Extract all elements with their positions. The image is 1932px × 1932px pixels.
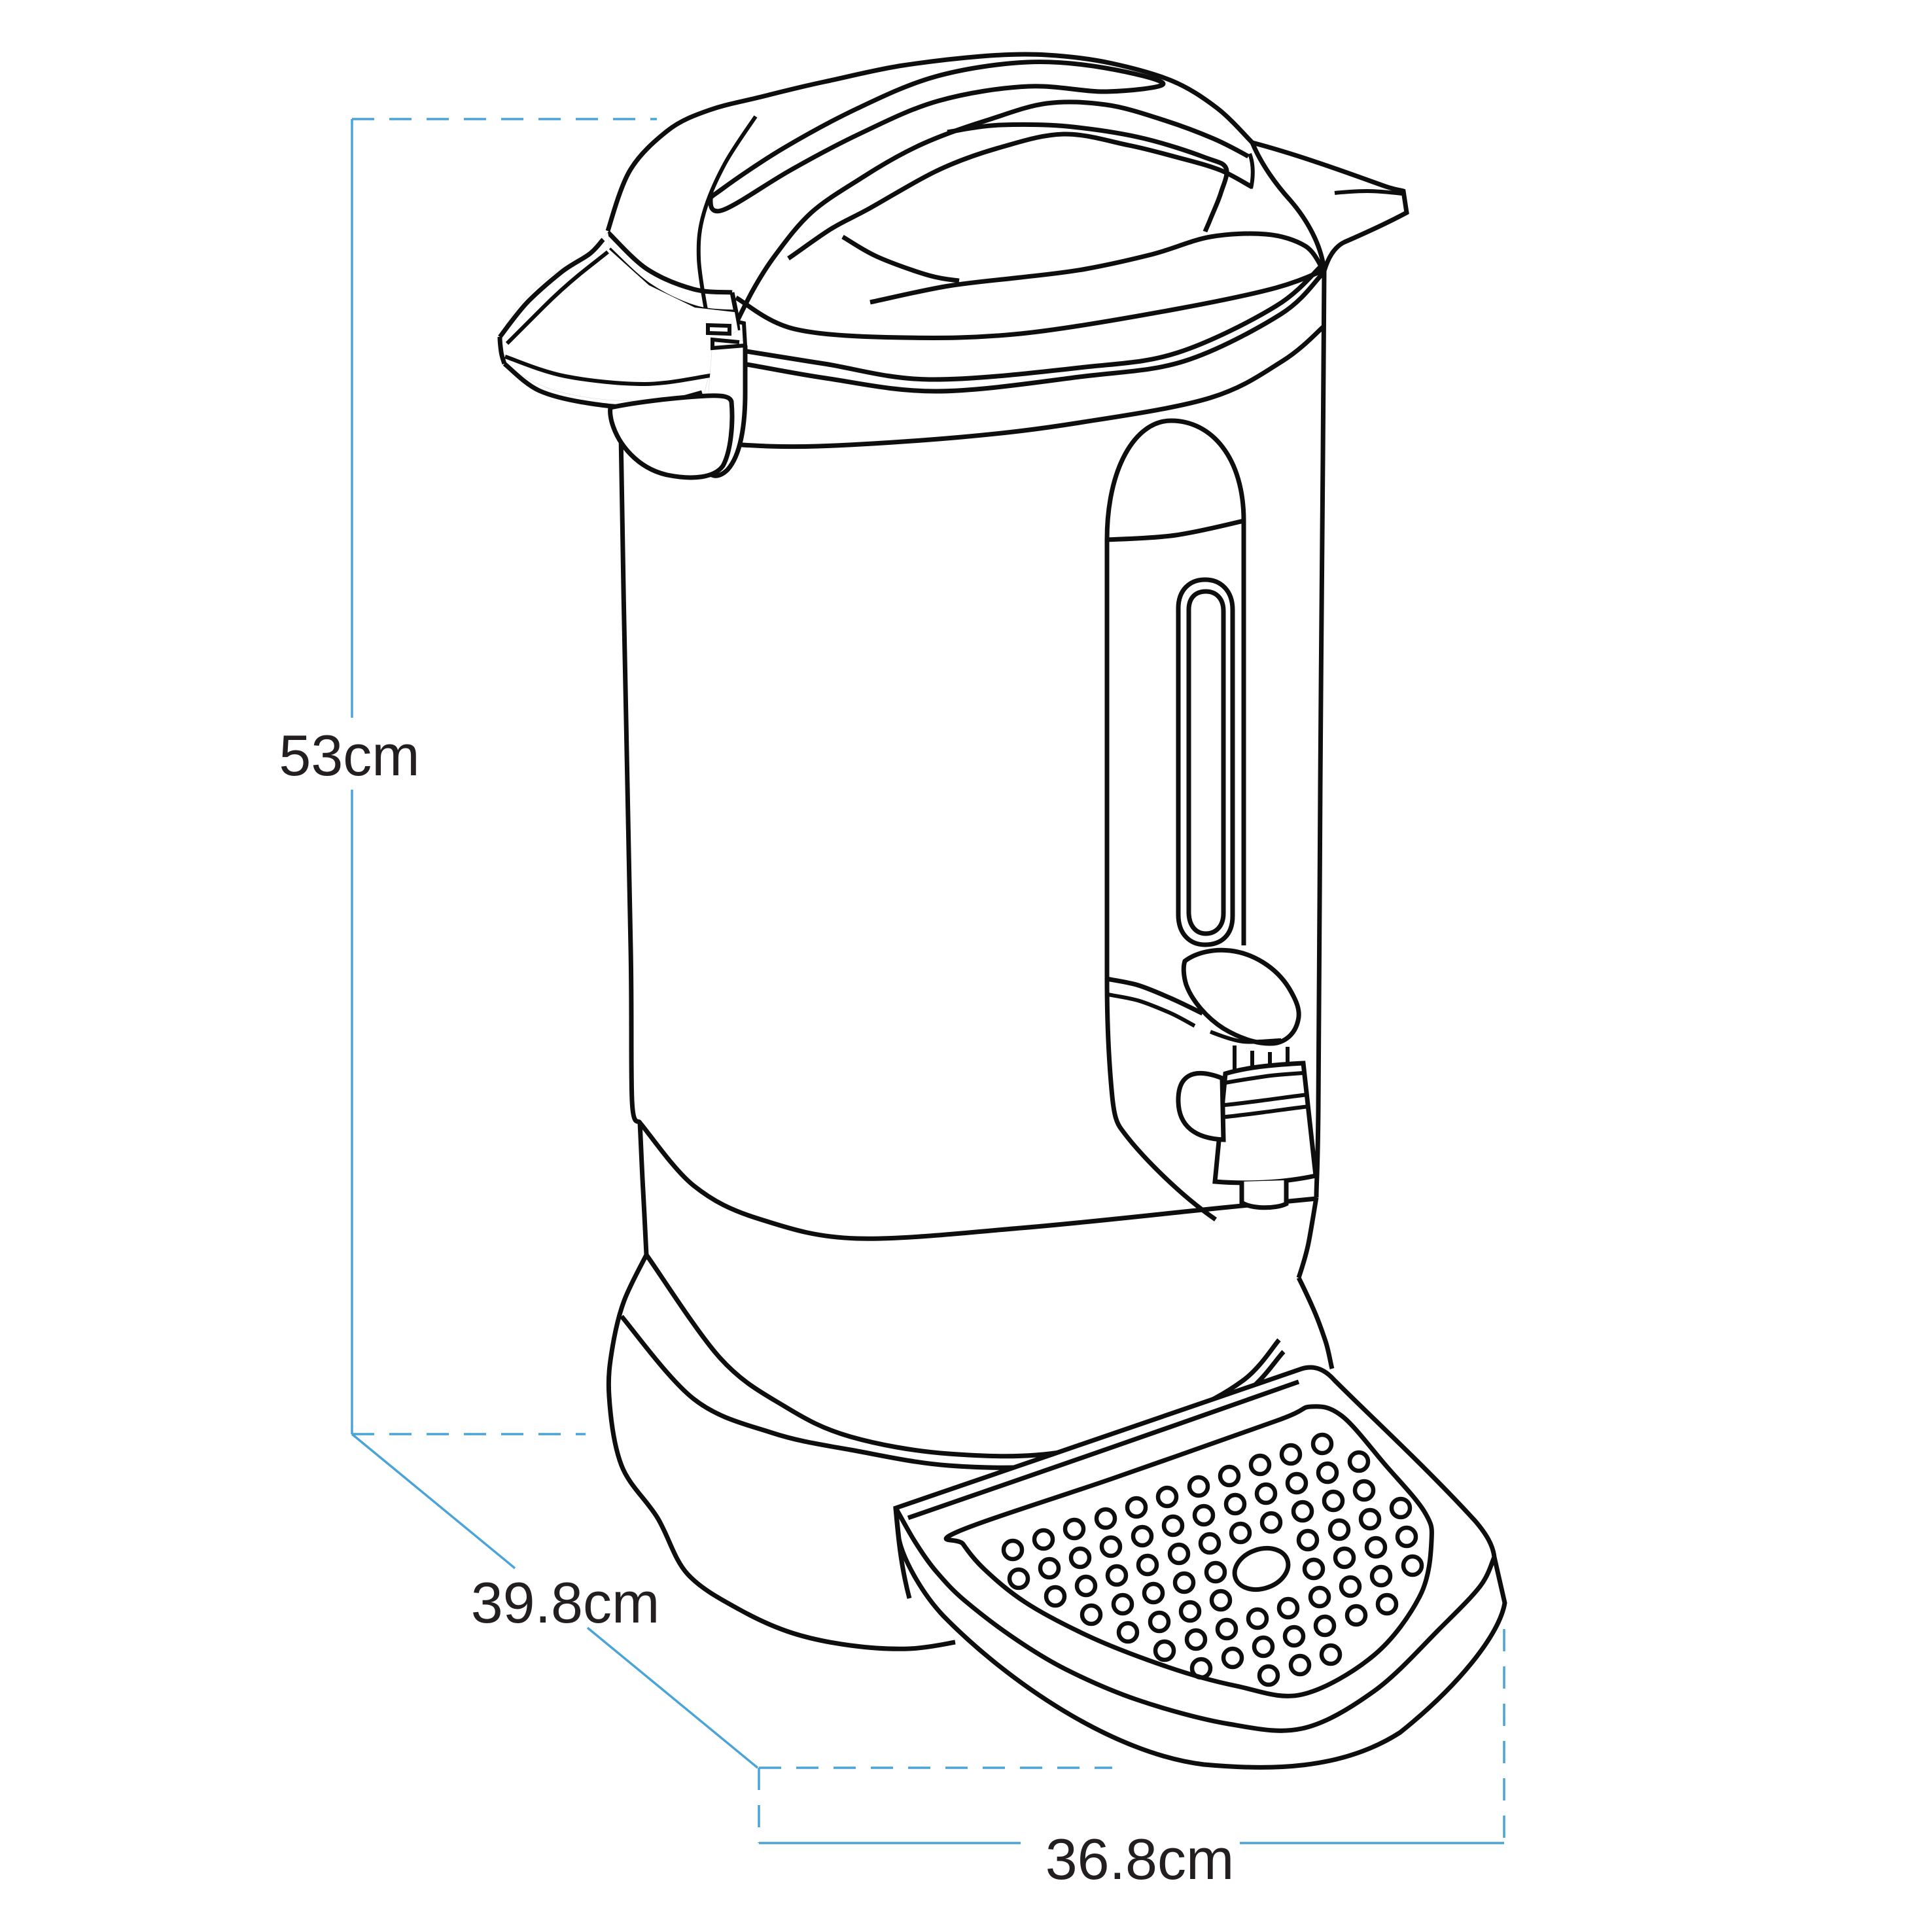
svg-text:39.8cm: 39.8cm — [471, 1570, 660, 1635]
svg-text:36.8cm: 36.8cm — [1045, 1827, 1235, 1891]
svg-text:53cm: 53cm — [279, 723, 419, 788]
